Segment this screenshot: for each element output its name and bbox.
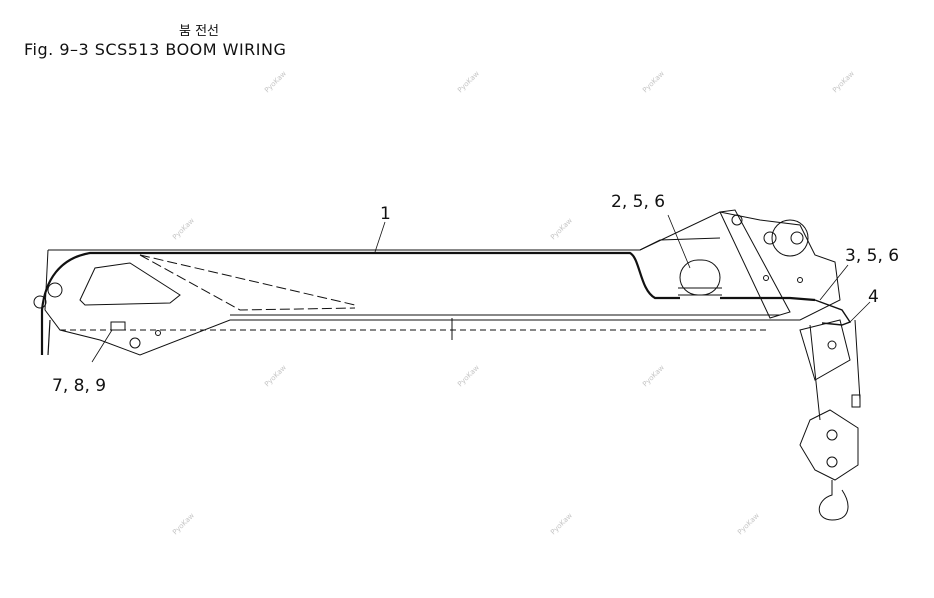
limit-switch (851, 394, 861, 408)
root-pin-large (47, 282, 63, 298)
sheave-upper-inner (763, 231, 777, 245)
boom-inner-dashed (139, 254, 356, 311)
hook (818, 480, 849, 521)
head-pin-top (731, 214, 743, 226)
sheave-upper-pin (790, 231, 804, 245)
callout-3-5-6: 3, 5, 6 (845, 246, 900, 266)
leader-7-8-9 (91, 329, 113, 363)
title-korean: 붐 전선 (179, 24, 220, 39)
callout-1: 1 (380, 204, 391, 224)
head-bolt-2 (797, 277, 803, 283)
hook-pin (826, 429, 838, 441)
boom-head (639, 211, 841, 321)
pulley-pin (827, 340, 837, 350)
connector-7-8-9 (110, 321, 126, 331)
leader-1 (374, 221, 386, 253)
leader-4 (849, 301, 871, 323)
wire-harness-1 (40, 251, 816, 355)
leader-2-5-6 (667, 214, 691, 269)
wire-lead-left (47, 319, 51, 356)
title-english: Fig. 9–3 SCS513 BOOM WIRING (24, 40, 287, 59)
root-bolt (155, 330, 161, 336)
head-plate (719, 209, 791, 319)
pulley-assembly (799, 319, 851, 381)
reel-bracket (678, 287, 722, 296)
leader-3-5-6 (819, 264, 849, 301)
boom-root-opening (79, 262, 181, 306)
hook-block (799, 409, 859, 481)
callout-2-5-6: 2, 5, 6 (611, 192, 666, 212)
root-pin-lower (33, 295, 47, 309)
callout-7-8-9: 7, 8, 9 (52, 376, 107, 396)
head-bolt-1 (763, 275, 769, 281)
telescoping-rod (230, 314, 780, 321)
callout-4: 4 (868, 287, 879, 307)
hook-pin-2 (826, 456, 838, 468)
boom-outline (44, 237, 770, 356)
root-pin-small (129, 337, 141, 349)
sheave-upper (771, 219, 809, 257)
hook-cable (809, 319, 861, 421)
reel-box (679, 259, 721, 296)
